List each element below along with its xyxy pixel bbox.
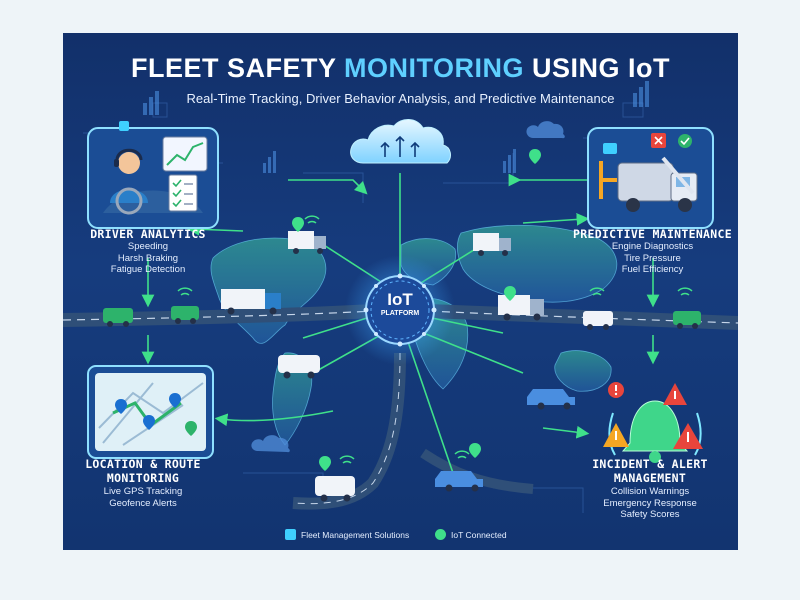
van-bottom-icon [315, 476, 355, 502]
driver-item-fatigue: Fatigue Detection [110, 264, 186, 275]
predictive-maintenance-panel [587, 127, 714, 229]
incident-alert-title: INCIDENT & ALERT MANAGEMENT [592, 457, 708, 485]
footer-right: IoT Connected [435, 529, 507, 540]
footer-left: Fleet Management Solutions [285, 529, 409, 540]
location-route-list: Live GPS Tracking Geofence Alerts [68, 486, 218, 509]
checklist-icon [168, 174, 198, 212]
infographic-artwork [63, 81, 738, 513]
iot-connected-icon [435, 529, 446, 540]
van-right-icon [583, 311, 613, 330]
iot-platform-label: IoT PLATFORM [370, 291, 430, 318]
driver-icon [110, 148, 148, 215]
small-cloud-right-icon [526, 121, 565, 139]
small-cloud-left-icon [251, 435, 290, 453]
car-bottom-icon [435, 471, 483, 492]
page-title: FLEET SAFETY MONITORING USING IoT [130, 53, 671, 83]
maintenance-item-engine: Engine Diagnostics [611, 241, 694, 252]
driver-analytics-panel [87, 121, 219, 229]
location-item-gps: Live GPS Tracking [103, 486, 183, 497]
incident-item-collision: Collision Warnings [610, 486, 690, 497]
cloud-icon [350, 119, 451, 164]
car-right-icon [527, 389, 575, 410]
wrench-icon [651, 133, 695, 195]
vehicles [103, 231, 701, 502]
service-truck-icon [599, 161, 698, 212]
footer-left-text: Fleet Management Solutions [301, 529, 410, 540]
incident-item-emergency: Emergency Response [603, 497, 697, 509]
van-right2-icon [673, 311, 701, 329]
analytics-chart-icon [162, 136, 208, 172]
driver-analytics-title: DRIVER ANALYTICS [90, 227, 206, 241]
predictive-maintenance-title: PREDICTIVE MAINTENANCE [573, 227, 732, 241]
van-center-icon [278, 355, 320, 379]
driver-item-harsh-braking: Harsh Braking [117, 252, 179, 264]
truck-road-left-icon [221, 289, 281, 315]
driver-item-speeding: Speeding [127, 241, 169, 252]
hub-label-line2: PLATFORM [380, 310, 420, 317]
fleet-management-icon [285, 529, 296, 540]
bell-icon [608, 400, 702, 463]
bar-chart-decor [143, 81, 649, 173]
predictive-maintenance-list: Engine Diagnostics Tire Pressure Fuel Ef… [570, 241, 735, 276]
wifi-signal-icons [177, 215, 693, 464]
maintenance-item-tire: Tire Pressure [624, 252, 681, 264]
driver-analytics-list: Speeding Harsh Braking Fatigue Detection [73, 241, 223, 276]
headset-icon [119, 121, 129, 131]
footer-right-text: IoT Connected [451, 529, 507, 540]
truck-top-right-icon [473, 233, 511, 256]
truck-road-right-icon [498, 295, 544, 321]
infographic-poster: FLEET SAFETY MONITORING USING IoT Real-T… [63, 33, 738, 550]
location-item-geofence: Geofence Alerts [109, 497, 177, 509]
van-left2-icon [171, 306, 199, 324]
map-pin-icons [115, 393, 197, 436]
truck-top-left-icon [288, 231, 326, 254]
gauge-icon [603, 143, 617, 154]
iot-hub [345, 255, 455, 365]
incident-alert-panel [603, 382, 703, 463]
location-pin-icons [292, 149, 541, 471]
location-route-title: LOCATION & ROUTE MONITORING [85, 457, 201, 485]
maintenance-item-fuel: Fuel Efficiency [621, 264, 684, 275]
page-subtitle: Real-Time Tracking, Driver Behavior Anal… [186, 91, 615, 106]
hub-label-line1: IoT [387, 290, 413, 309]
alert-badge-icon [608, 382, 624, 398]
location-route-panel [87, 365, 214, 459]
warning-triangle-icons [603, 383, 703, 449]
van-left-icon [103, 308, 133, 327]
incident-alert-list: Collision Warnings Emergency Response Sa… [575, 486, 725, 521]
incident-item-safety: Safety Scores [620, 509, 680, 520]
